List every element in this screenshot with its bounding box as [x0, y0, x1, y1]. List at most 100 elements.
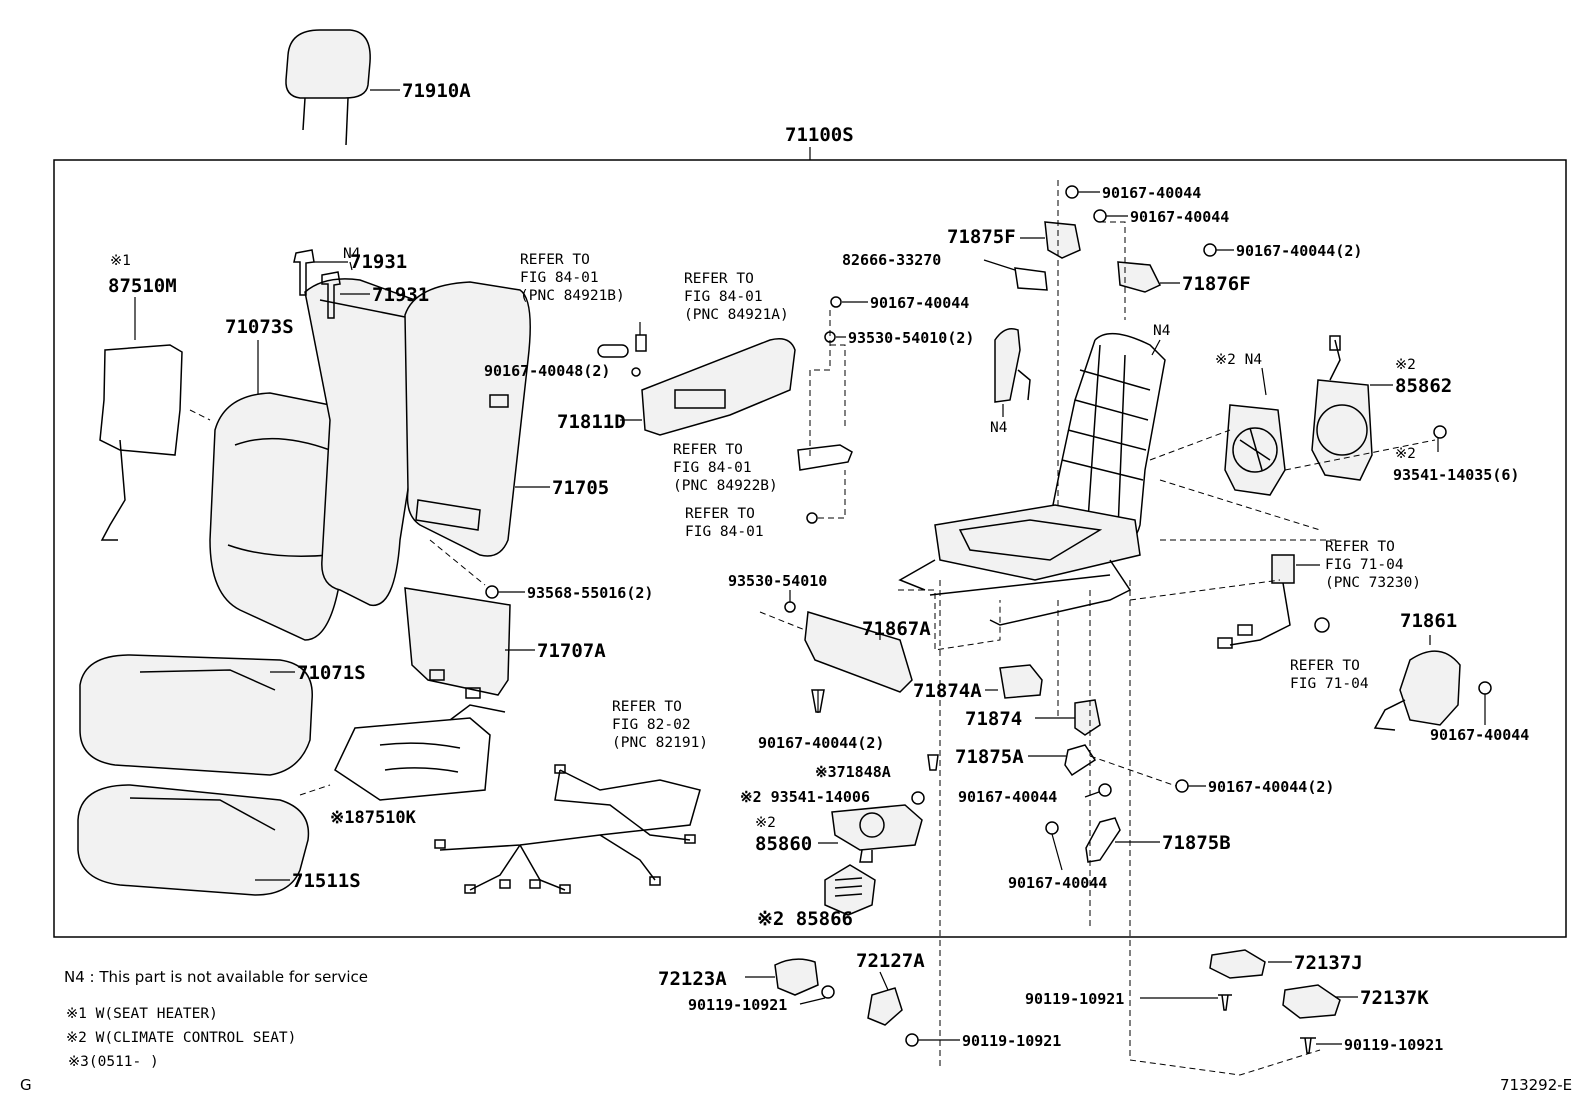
screw-90167-40044-f-icon: [1175, 779, 1189, 793]
label-71073S: 71073S: [225, 316, 294, 338]
screw-90167-40044-b-icon: [1065, 185, 1079, 199]
label-71874: 71874: [965, 708, 1022, 730]
label-87510M-mark: ※1: [110, 253, 131, 269]
note-n4: N4 : This part is not available for serv…: [64, 968, 368, 986]
seatback-board-drawing: [404, 281, 531, 557]
label-87510K: ※187510K: [330, 808, 417, 828]
ref5-line1: REFER TO: [612, 699, 682, 715]
label-85862: 85862: [1395, 375, 1452, 397]
airbag-module-drawing: [994, 328, 1031, 403]
label-90167-40044-i: 90167-40044: [1430, 726, 1529, 744]
label-90167-40044-f: 90167-40044(2): [1208, 778, 1334, 796]
bolt-90119-c-icon: [1218, 994, 1232, 1011]
switch-knob-drawing: [597, 334, 647, 358]
cover-71867A-drawing: [804, 611, 913, 693]
label-71875F: 71875F: [947, 226, 1016, 248]
cover-71861-drawing: [1373, 650, 1461, 731]
label-90167-40044-c: 90167-40044: [1130, 208, 1229, 226]
label-93568: 93568-55016(2): [527, 584, 653, 602]
label-71511S: 71511S: [292, 870, 361, 892]
label-85862-mark: ※2: [1395, 357, 1416, 373]
screw-refer-icon: [806, 512, 818, 524]
label-90167-40044-b: 90167-40044: [1102, 184, 1201, 202]
clip-71931-drawing: [293, 249, 341, 319]
side-shield-drawing: [641, 338, 796, 436]
label-72123A: 72123A: [658, 968, 727, 990]
label-82666-33270: 82666-33270: [842, 251, 941, 269]
ref6-line1: REFER TO: [1325, 539, 1395, 555]
ref2-line2: FIG 84-01: [684, 289, 763, 305]
label-93541-14006: ※2 93541-14006: [740, 788, 870, 806]
ref5-line3: (PNC 82191): [612, 735, 708, 751]
seatback-cover-drawing: [209, 392, 357, 641]
ref4-line1: REFER TO: [685, 506, 755, 522]
bolt-93568-icon: [485, 585, 499, 599]
label-N4-pad: N4: [343, 246, 361, 262]
ref1-line3: (PNC 84921B): [520, 288, 625, 304]
label-85860: 85860: [755, 833, 812, 855]
seat-frame-drawing: [898, 332, 1166, 626]
connector-82666-drawing: [1014, 267, 1048, 291]
ref3-line2: FIG 84-01: [673, 460, 752, 476]
label-72127A: 72127A: [856, 950, 925, 972]
actuator-85866-drawing: [824, 864, 876, 916]
belt-buckle-drawing: [1217, 554, 1295, 649]
nut-refer-icon: [1314, 617, 1330, 633]
bracket-71874-drawing: [1074, 699, 1101, 736]
ref7-line2: FIG 71-04: [1290, 676, 1369, 692]
label-93530-54010-2: 93530-54010(2): [848, 329, 974, 347]
label-71707A: 71707A: [537, 640, 606, 662]
screw-90167-40044-d-icon: [1203, 243, 1217, 257]
label-71071S: 71071S: [297, 662, 366, 684]
label-71100S: 71100S: [785, 124, 854, 146]
label-93541-14035: 93541-14035(6): [1393, 466, 1519, 484]
cushion-pad-drawing: [77, 784, 310, 896]
label-71875B: 71875B: [1162, 832, 1231, 854]
screw-90167-40048-icon: [631, 367, 641, 377]
corner-left: G: [20, 1076, 32, 1094]
bracket-71875F-drawing: [1044, 221, 1081, 259]
seatback-pad-drawing: [304, 278, 430, 606]
ref2-line1: REFER TO: [684, 271, 754, 287]
label-72137K: 72137K: [1360, 987, 1429, 1009]
bracket-71875B-drawing: [1085, 817, 1121, 863]
bolt-90119-d-icon: [1300, 1037, 1316, 1054]
label-93541-mark: ※2: [1395, 446, 1416, 462]
screw-93541-14035-icon: [1433, 425, 1447, 439]
label-71874A: 71874A: [913, 680, 982, 702]
switch-bracket-drawing: [797, 444, 853, 471]
ref5-line2: FIG 82-02: [612, 717, 691, 733]
ref7-line1: REFER TO: [1290, 658, 1360, 674]
label-90167-40044-a: 90167-40044: [870, 294, 969, 312]
screw-90167-40044-i-icon: [1478, 681, 1492, 695]
ref2-line3: (PNC 84921A): [684, 307, 789, 323]
bolt-90167-40044-h-icon: [811, 689, 825, 713]
clip-71848A-icon: [927, 754, 939, 771]
screw-93541-14006-icon: [911, 791, 925, 805]
label-71861: 71861: [1400, 610, 1457, 632]
bracket-71874A-drawing: [999, 664, 1043, 699]
label-71875A: 71875A: [955, 746, 1024, 768]
ref3-line1: REFER TO: [673, 442, 743, 458]
label-71910A: 71910A: [402, 80, 471, 102]
bracket-71876F-drawing: [1117, 261, 1162, 293]
screw-90167-40044-e-icon: [1098, 783, 1112, 797]
label-90119-a: 90119-10921: [688, 996, 787, 1014]
note-mark1: ※1 W(SEAT HEATER): [66, 1006, 218, 1022]
label-85866: ※2 85866: [757, 908, 853, 930]
label-71931-b: 71931: [372, 284, 429, 306]
heater-mat-back-drawing: [99, 344, 183, 541]
cover-72127A-drawing: [867, 987, 903, 1026]
label-71848A: ※371848A: [815, 763, 891, 781]
label-87510M: 87510M: [108, 275, 177, 297]
bracket-71875A-drawing: [1064, 744, 1097, 777]
blower-85860-drawing: [831, 804, 923, 863]
label-90167-40044-e: 90167-40044: [958, 788, 1057, 806]
cushion-cover-drawing: [79, 654, 313, 776]
screw-90167-40044-c-icon: [1093, 209, 1107, 223]
wire-harness-drawing: [434, 764, 701, 894]
screw-90119-b-icon: [905, 1033, 919, 1047]
corner-right: 713292-E: [1500, 1076, 1572, 1094]
label-93530-54010: 93530-54010: [728, 572, 827, 590]
blower-85862-drawing: [1311, 335, 1373, 481]
